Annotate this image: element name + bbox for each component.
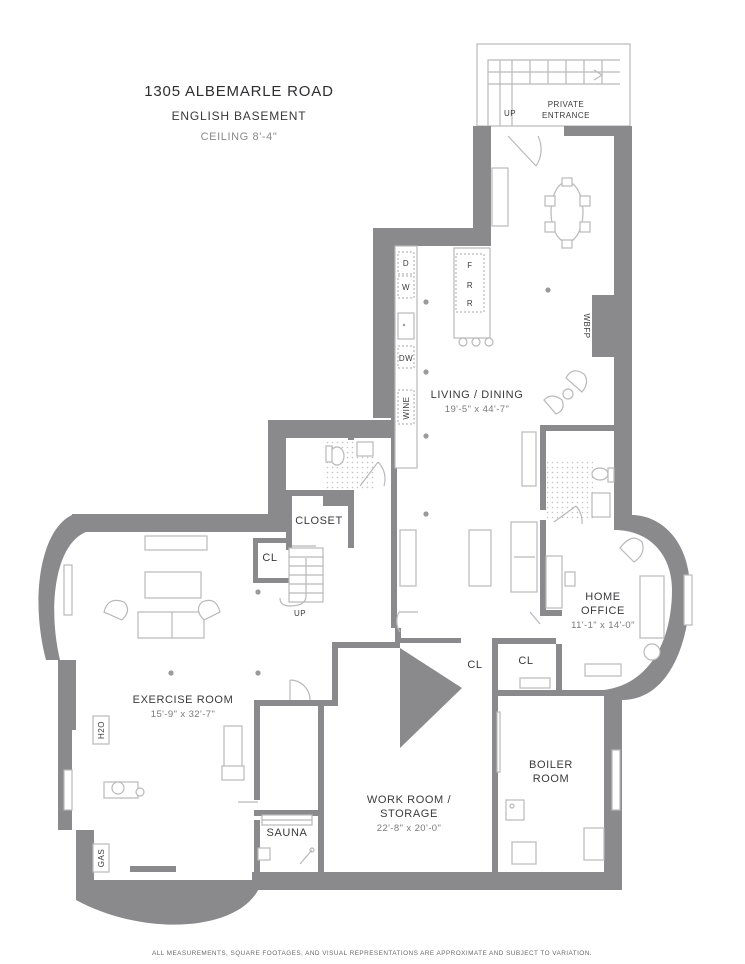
- exercise-door[interactable]: [238, 679, 311, 803]
- kitchen-wine-label: WINE: [402, 397, 411, 420]
- room-labels: PRIVATE ENTRANCE UP LIVING / DINING 19'-…: [133, 100, 635, 839]
- mid-closet-label: CL: [467, 659, 482, 671]
- home-office-label-2: OFFICE: [581, 605, 625, 617]
- h2o-label: H2O: [97, 721, 106, 739]
- stair-up-label: UP: [294, 609, 306, 618]
- living-furniture: [399, 431, 538, 593]
- living-doors[interactable]: [396, 611, 541, 633]
- dining-table: [544, 177, 591, 249]
- kitchen-d-label: D: [403, 259, 409, 268]
- sideboard: [491, 167, 509, 227]
- boiler-fixtures: [505, 799, 605, 865]
- office-furniture: [519, 537, 665, 689]
- living-dining-label: LIVING / DINING: [431, 389, 524, 401]
- boiler-room-label: BOILER: [529, 759, 573, 771]
- kitchen-counter: D W DW WINE: [394, 245, 418, 469]
- walls: [38, 126, 690, 925]
- work-room-dims: 22'-8" x 20'-0": [377, 823, 441, 834]
- private-entrance-label-2: ENTRANCE: [542, 111, 590, 120]
- address-title: 1305 ALBEMARLE ROAD: [144, 83, 333, 100]
- kitchen-w-label: W: [402, 283, 410, 292]
- kitchen-r1-label: R: [467, 281, 473, 290]
- interior-stair: [279, 547, 324, 607]
- office-closet-label: CL: [518, 655, 533, 667]
- disclaimer-footer: ALL MEASUREMENTS, SQUARE FOOTAGES, AND V…: [152, 950, 592, 957]
- kitchen-r2-label: R: [467, 299, 473, 308]
- office-bath: [547, 460, 615, 525]
- stair-closet-label: CL: [262, 552, 277, 564]
- sauna-interior: [257, 814, 315, 865]
- home-office-dims: 11'-1" x 14'-0": [571, 620, 635, 631]
- ceiling-lights: [168, 287, 551, 676]
- home-office-label: HOME: [585, 591, 620, 603]
- boiler-room-label-2: ROOM: [533, 773, 570, 785]
- half-bath: [323, 440, 386, 490]
- private-entrance-label: PRIVATE: [548, 100, 585, 109]
- gas-label: GAS: [97, 849, 106, 867]
- sauna-label: SAUNA: [267, 827, 308, 839]
- kitchen-f-label: F: [467, 261, 472, 270]
- work-room-label: WORK ROOM /: [367, 794, 452, 806]
- ceiling-height: CEILING 8'-4": [201, 131, 278, 143]
- closet-label: CLOSET: [295, 515, 343, 527]
- utility-meters: H2O GAS: [92, 715, 110, 873]
- kitchen-island: F R R: [453, 247, 494, 347]
- windows: [63, 564, 693, 811]
- level-subtitle: ENGLISH BASEMENT: [172, 109, 307, 123]
- living-dining-dims: 19'-5" x 44'-7": [445, 404, 509, 415]
- plan-header: 1305 ALBEMARLE ROAD ENGLISH BASEMENT CEI…: [144, 83, 333, 143]
- entrance-up-label: UP: [504, 109, 516, 118]
- exercise-room-label: EXERCISE ROOM: [133, 694, 234, 706]
- entrance-stair: [476, 43, 631, 127]
- exercise-room-dims: 15'-9" x 32'-7": [151, 709, 215, 720]
- entrance-door[interactable]: [507, 135, 542, 167]
- work-room-label-2: STORAGE: [380, 808, 438, 820]
- exercise-furniture: [103, 535, 245, 872]
- kitchen-dw-label: DW: [399, 354, 413, 363]
- wbfp-label: WBFP: [582, 313, 591, 338]
- living-armchairs: [543, 370, 588, 415]
